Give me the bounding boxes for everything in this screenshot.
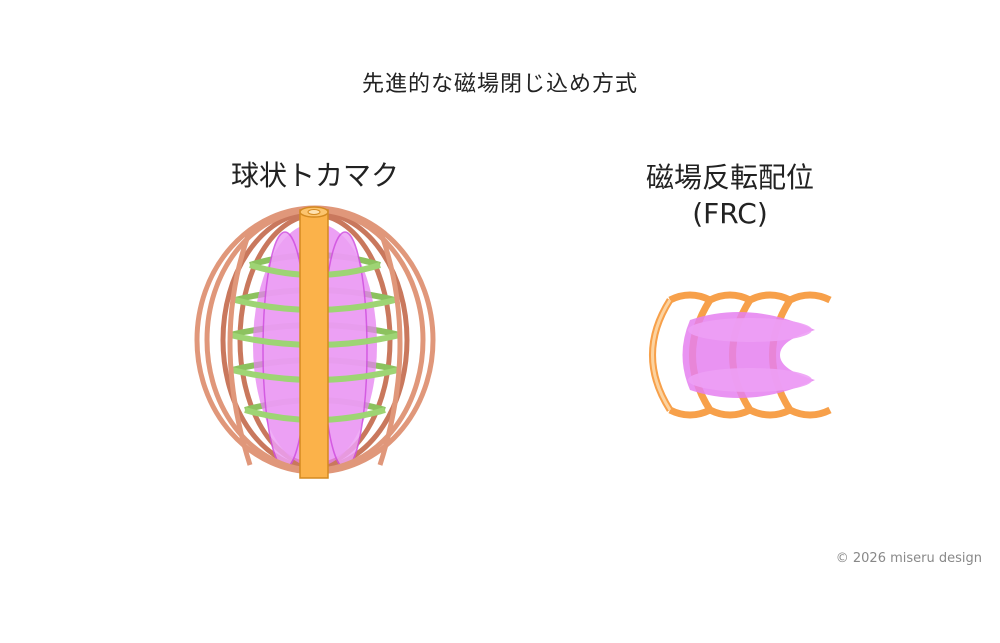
frc-label: 磁場反転配位 (FRC) xyxy=(610,160,850,232)
copyright-text: © 2026 miseru design xyxy=(835,551,982,566)
page-title: 先進的な磁場閉じ込め方式 xyxy=(361,72,638,97)
center-column xyxy=(299,209,329,479)
frc-label-line1: 磁場反転配位 xyxy=(645,161,814,194)
spherical-tokamak-illustration xyxy=(194,205,436,479)
frc-coils-front xyxy=(668,291,832,419)
frc-label-line2: (FRC) xyxy=(692,197,768,230)
frc-illustration xyxy=(649,291,832,419)
frc-diagram xyxy=(630,285,850,425)
spherical-tokamak-label: 球状トカマク xyxy=(230,159,399,192)
spherical-tokamak-diagram xyxy=(190,200,440,490)
